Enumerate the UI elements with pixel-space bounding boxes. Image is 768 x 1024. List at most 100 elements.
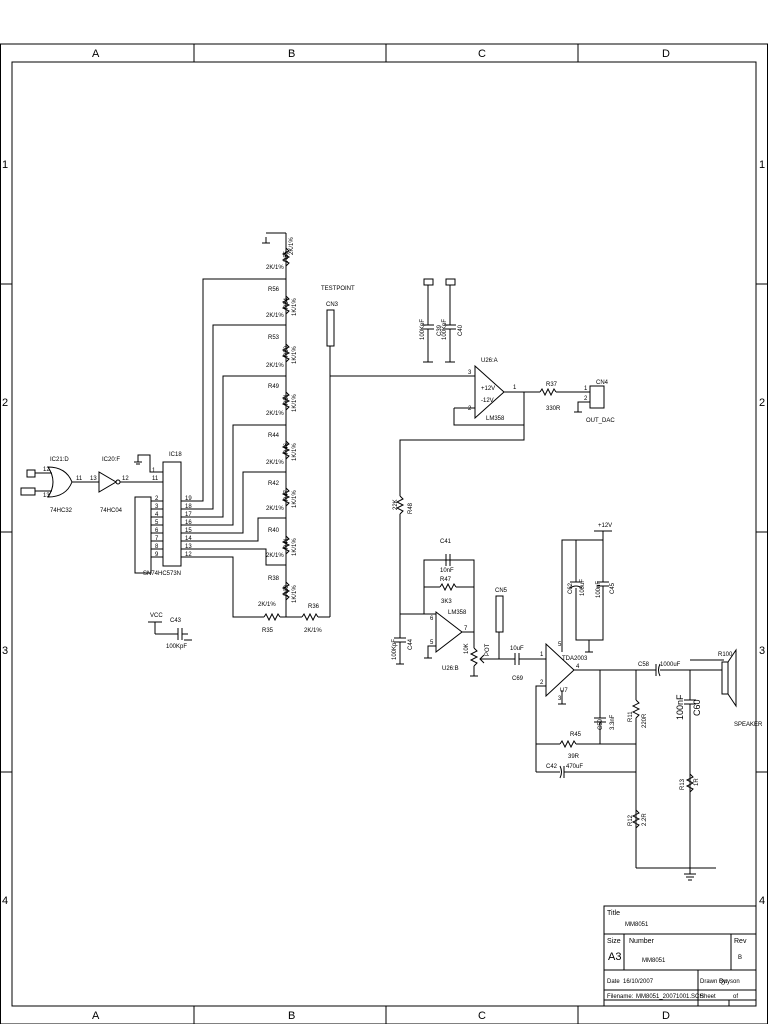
u26a-label: U26:A (481, 358, 498, 364)
r48: R48 22K (393, 392, 525, 614)
testpoint-cn3: TESTPOINT CN3 (321, 286, 475, 377)
drawn-value: Quyson (719, 979, 740, 985)
c45-label: C45 (610, 582, 616, 594)
r11-c59-network: R11 220R C59 3.3nF (582, 670, 648, 868)
ic18-in-pin: 4 (155, 512, 159, 518)
c60: 100nF C60 (675, 670, 702, 868)
c42-value: 470uF (566, 764, 583, 770)
ic18-pin11: 11 (152, 476, 159, 482)
zone-col-d-bottom: D (662, 1010, 670, 1022)
ic21-pin13: 13 (43, 493, 50, 499)
ic18-in-pin: 5 (155, 520, 159, 526)
zone-row-1-right: 1 (759, 159, 765, 171)
r-1k-value: 1K/1% (292, 298, 298, 316)
u26a-pin1: 1 (513, 385, 517, 391)
ic20-label: IC20:F (102, 457, 120, 463)
ic20-part: 74HC04 (100, 508, 123, 514)
supply-c62-c45: +12V C62 100uF C45 100nF (561, 523, 616, 653)
u26a-part: LM358 (486, 416, 505, 422)
r12-r13-ground: R12 2.2R R13 1R (628, 773, 716, 881)
ic18-in-pin: 3 (155, 504, 159, 510)
c42-label: C42 (546, 764, 558, 770)
r-2k-label: R40 (268, 528, 280, 534)
r45-label: R45 (570, 732, 582, 738)
r-1k-value: 1K/1% (292, 443, 298, 461)
ic21-or-gate: IC21:D 74HC32 12 13 11 (20, 457, 99, 514)
vcc-c43-decoupling: VCC C43 100KpF (148, 613, 192, 650)
r-2k-value: 2K/1% (266, 460, 284, 466)
date-value: 16/10/2007 (623, 979, 654, 985)
zone-row-3-right: 3 (759, 645, 765, 657)
r47-label: R47 (440, 577, 452, 583)
r11-label: R11 (628, 711, 634, 722)
ic20-inverter: IC20:F 74HC04 13 12 (90, 457, 163, 514)
sheet-label: Sheet (700, 994, 716, 1000)
c69-coupling: 10uF C69 (510, 646, 546, 682)
drawn-label: Drawn By: (700, 979, 728, 985)
zone-row-4-left: 4 (2, 895, 8, 907)
r-1k-label: R47 (284, 489, 290, 501)
title-value: MM8051 (625, 922, 649, 928)
cn5-label: CN5 (495, 588, 508, 594)
u26b-pin7: 7 (464, 626, 468, 632)
u26a-opamp: U26:A LM358 +12V -12V 3 2 1 (453, 358, 525, 426)
c69-label: C69 (512, 676, 524, 682)
c62-value: 100uF (580, 579, 586, 596)
u7-power-amp: U7 TDA2003 1 2 3 4 5 (535, 640, 636, 745)
u7-label: U7 (560, 688, 568, 694)
c59-label: C59 (598, 718, 604, 730)
r-2k-label: R44 (268, 433, 280, 439)
r-top-value: 2K/1% (289, 237, 295, 255)
r35-value: 2K/1% (258, 602, 276, 608)
zone-col-b-bottom: B (288, 1010, 295, 1022)
c58-value: 1000uF (660, 662, 681, 668)
zone-row-2-left: 2 (2, 397, 8, 409)
ic18-in-pin: 9 (155, 552, 159, 558)
r-1k-value: 1K/1% (292, 538, 298, 556)
title-block: Title MM8051 Size A3 Number MM8051 Rev B… (603, 905, 757, 1007)
ic18-out-pin: 19 (185, 496, 192, 502)
ic21-label: IC21:D (50, 457, 69, 463)
speaker-label: SPEAKER (734, 722, 763, 728)
u7-part: TDA2003 (562, 656, 588, 662)
u26a-pin2: 2 (468, 406, 472, 412)
zone-col-d-top: D (662, 48, 670, 60)
c58-speaker-output: C58 1000uF R100 SPEAKER (636, 648, 763, 728)
filename-label: Filename: (607, 994, 634, 1000)
volume-pot-cn5: CN5 10K POT (464, 588, 510, 677)
ic18-out-pin: 13 (185, 544, 192, 550)
ic18-out-pin: 17 (185, 512, 192, 518)
u7-pin4: 4 (576, 664, 580, 670)
u26b-filter: C41 10nF R47 3K3 U26:B LM358 6 5 7 C44 1… (392, 539, 475, 672)
r-1k-label: R41 (284, 537, 290, 549)
c39-c40-decoupling: C39 100KpF C40 100KpF (420, 278, 464, 363)
u26b-part: LM358 (448, 610, 467, 616)
r-1k-label: R54 (284, 297, 290, 309)
ic18-in-pin: 6 (155, 528, 159, 534)
r37-cn4-output: R37 330R CN4 OUT_DAC 1 2 (524, 380, 615, 424)
u26a-pin3: 3 (468, 370, 472, 376)
u7-pin1: 1 (540, 652, 544, 658)
r-2k-value: 2K/1% (266, 265, 284, 271)
r2r-ladder: 2K/1% R56 R53 R49 R44 R42 R40 R38 2K/1% … (181, 232, 331, 634)
u26a-m12: -12V (481, 398, 494, 404)
ic18-out-pin: 18 (185, 504, 192, 510)
ic18-in-pin: 8 (155, 544, 159, 550)
ic18-latch: IC18 SN74HC573N 11 1 2 3 4 5 6 7 8 9 (134, 452, 192, 577)
r36-value: 2K/1% (304, 628, 322, 634)
date-label: Date (607, 979, 620, 985)
r35-label: R35 (262, 628, 274, 634)
r12-label: R12 (628, 814, 634, 826)
c69-value: 10uF (510, 646, 524, 652)
c59-value: 3.3nF (610, 714, 616, 730)
c40-label: C40 (458, 324, 464, 336)
r-1k-value: 1K/1% (292, 346, 298, 364)
size-value: A3 (608, 951, 621, 963)
c43-label: C43 (170, 618, 182, 624)
cn3-label: CN3 (326, 302, 339, 308)
zone-row-2-right: 2 (759, 397, 765, 409)
filename-value: MM8051_20071001.SCH (636, 994, 704, 1000)
c60-label: C60 (692, 699, 702, 716)
r37-value: 330R (546, 406, 561, 412)
